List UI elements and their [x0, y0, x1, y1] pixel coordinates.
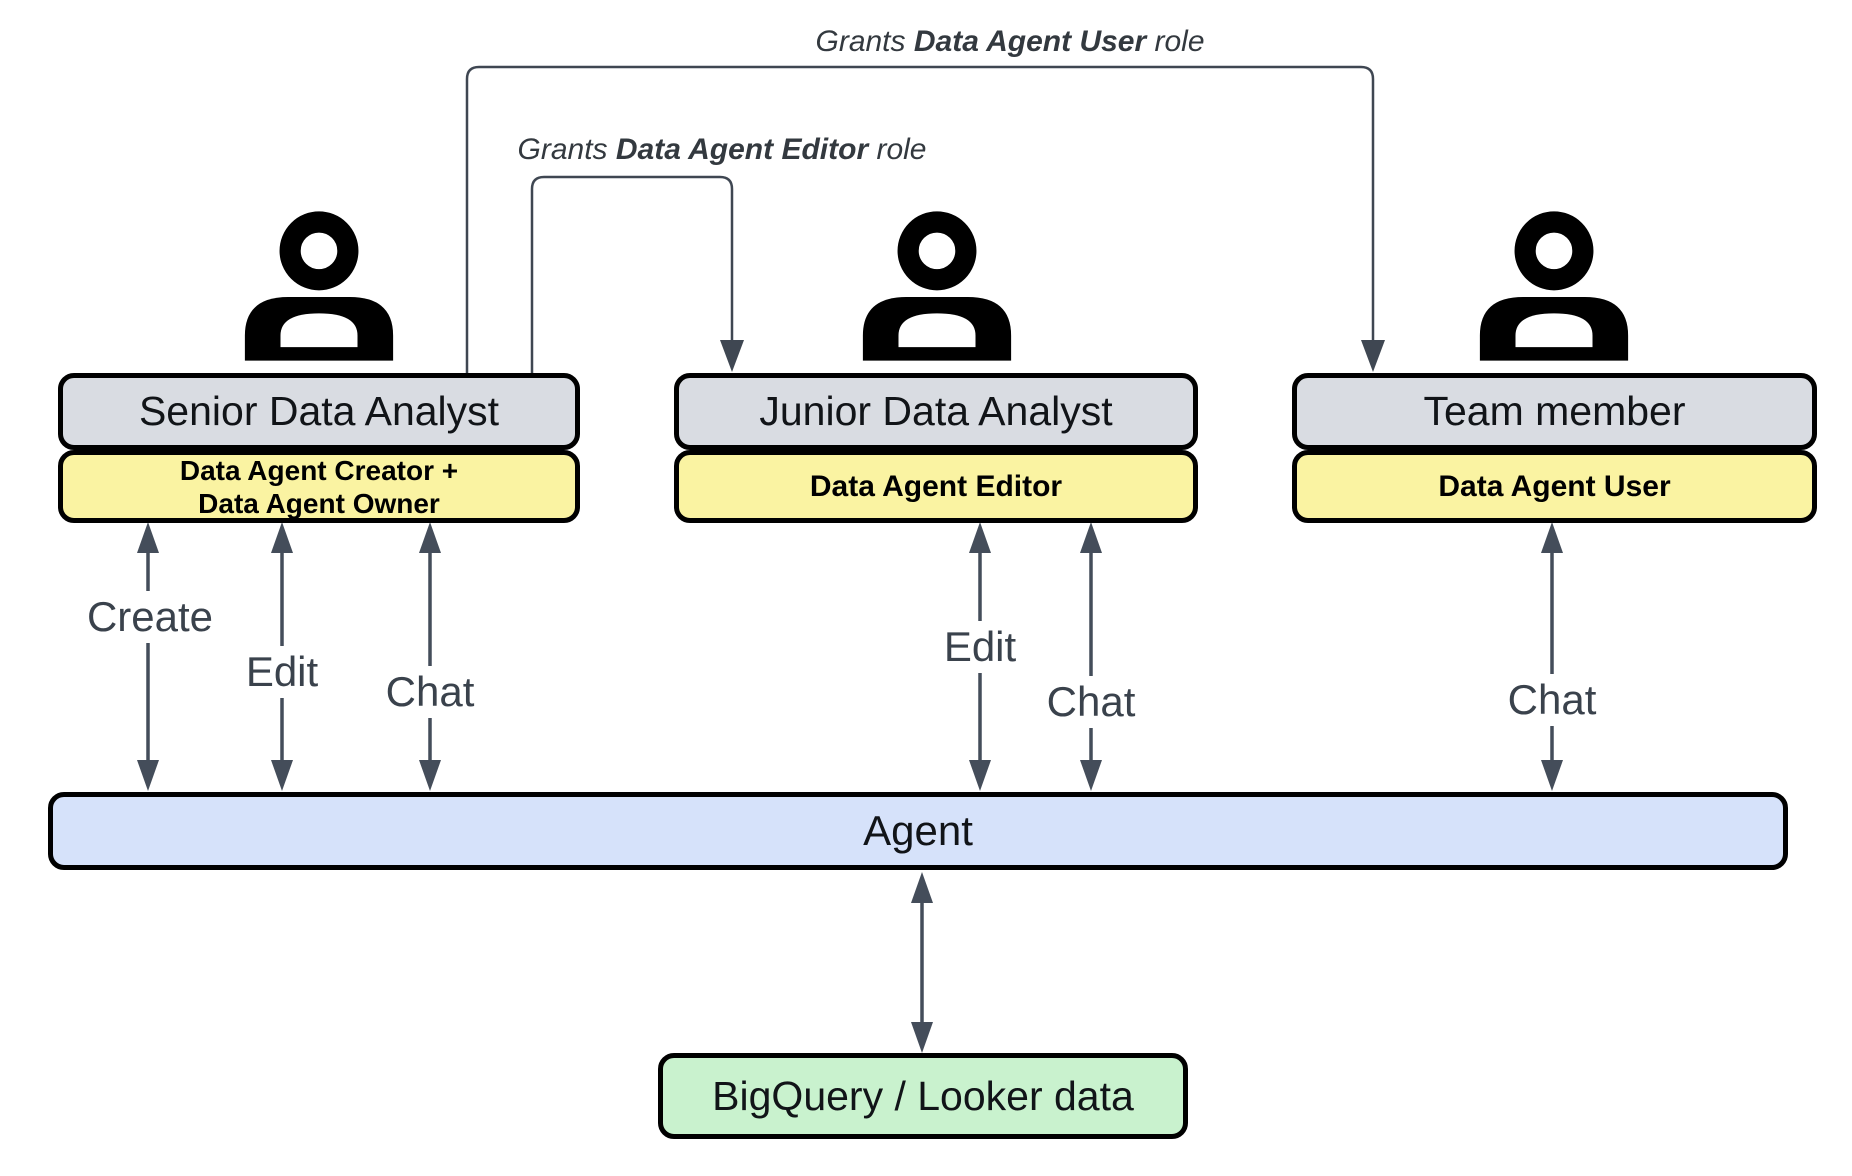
person-icon-senior: [245, 222, 393, 361]
connector-grants-editor-role: [530, 175, 734, 373]
person-icon-junior: [863, 222, 1011, 361]
bigquery-looker-data-box: BigQuery / Looker data: [658, 1053, 1188, 1139]
agent-data-arrow: [911, 872, 933, 1053]
create-arrow-senior: [137, 522, 159, 791]
chat-arrow-senior: [419, 522, 441, 791]
edit-label-junior: Edit: [935, 621, 1025, 673]
connector-grants-user-role: [465, 65, 1375, 373]
chat-arrow-junior: [1080, 522, 1102, 791]
chat-label-senior: Chat: [377, 666, 483, 718]
senior-role-line-1: Data Agent Creator +: [179, 454, 459, 486]
senior-role-line-2: Data Agent Owner: [198, 487, 440, 519]
chat-label-junior: Chat: [1038, 676, 1144, 728]
senior-analyst-role-card: Data Agent Creator + Data Agent Owner: [58, 450, 580, 523]
grants-user-suffix: role: [1146, 25, 1205, 58]
grants-editor-role-name: Data Agent Editor: [615, 133, 869, 166]
person-icon-team: [1480, 222, 1628, 361]
connector-grants-editor-arrowhead: [720, 340, 744, 372]
chat-label-team: Chat: [1499, 674, 1605, 726]
grants-user-prefix: Grants: [815, 25, 914, 58]
grants-editor-prefix: Grants: [517, 133, 616, 166]
create-label-senior: Create: [78, 591, 222, 643]
team-role-line-1: Data Agent User: [1438, 469, 1671, 503]
team-member-title-card: Team member: [1292, 373, 1817, 450]
junior-role-line-1: Data Agent Editor: [809, 469, 1063, 503]
junior-analyst-title-card: Junior Data Analyst: [674, 373, 1198, 450]
grants-editor-suffix: role: [868, 133, 927, 166]
junior-analyst-title: Junior Data Analyst: [759, 388, 1113, 434]
bigquery-looker-data-label: BigQuery / Looker data: [712, 1072, 1134, 1119]
grants-data-agent-editor-label: Grants Data Agent Editor role: [518, 133, 927, 167]
grants-data-agent-user-label: Grants Data Agent User role: [815, 25, 1204, 59]
team-member-role-card: Data Agent User: [1292, 450, 1817, 523]
edit-label-senior: Edit: [237, 646, 327, 698]
agent-label: Agent: [863, 807, 973, 854]
senior-analyst-title-card: Senior Data Analyst: [58, 373, 580, 450]
grants-user-role-name: Data Agent User: [913, 25, 1147, 58]
chat-arrow-team: [1541, 522, 1563, 791]
connector-grants-user-arrowhead: [1361, 340, 1385, 372]
team-member-title: Team member: [1423, 388, 1686, 434]
senior-analyst-title: Senior Data Analyst: [138, 388, 500, 434]
junior-analyst-role-card: Data Agent Editor: [674, 450, 1198, 523]
agent-bar: Agent: [48, 792, 1788, 870]
